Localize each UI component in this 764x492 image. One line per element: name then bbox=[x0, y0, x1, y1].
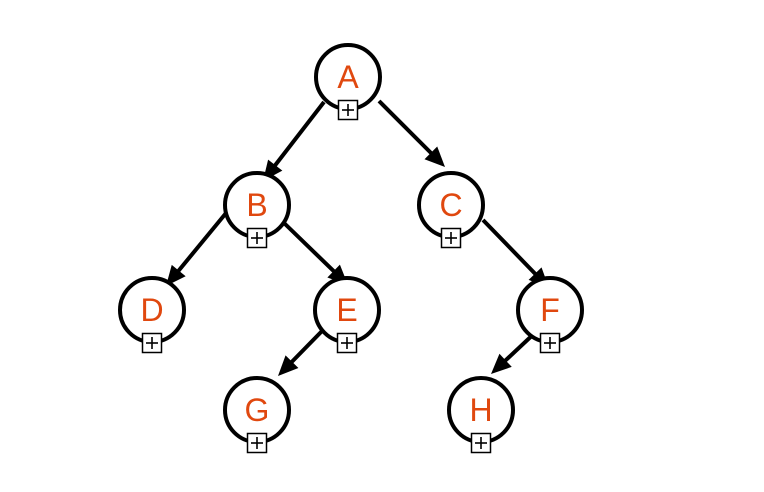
node-c[interactable]: C bbox=[417, 171, 485, 249]
edge-line bbox=[281, 220, 337, 274]
node-label: B bbox=[246, 187, 267, 223]
edge-a-c bbox=[377, 99, 445, 167]
node-d[interactable]: D bbox=[118, 276, 186, 354]
node-e[interactable]: E bbox=[313, 276, 381, 354]
node-label: E bbox=[336, 292, 357, 328]
node-label: D bbox=[140, 292, 163, 328]
node-label: G bbox=[245, 392, 270, 428]
edge-a-b bbox=[263, 100, 326, 181]
node-g[interactable]: G bbox=[223, 376, 291, 454]
plus-box-icon[interactable] bbox=[246, 227, 268, 249]
edge-line bbox=[175, 205, 233, 274]
edge-line bbox=[481, 218, 538, 277]
node-label: A bbox=[337, 59, 359, 95]
edge-line bbox=[377, 99, 434, 156]
edge-line bbox=[272, 100, 326, 168]
plus-box-icon[interactable] bbox=[440, 227, 462, 249]
edge-b-d bbox=[166, 205, 233, 286]
node-label: H bbox=[469, 392, 492, 428]
plus-box-icon[interactable] bbox=[336, 332, 358, 354]
node-label: F bbox=[540, 292, 560, 328]
plus-box-icon[interactable] bbox=[337, 99, 359, 121]
arrow-head bbox=[491, 353, 512, 374]
nodes-layer: A B C D E F G H bbox=[118, 43, 584, 454]
node-a[interactable]: A bbox=[314, 43, 382, 121]
edge-b-e bbox=[281, 220, 348, 285]
edge-e-g bbox=[278, 328, 325, 376]
node-h[interactable]: H bbox=[447, 376, 515, 454]
node-label: C bbox=[439, 187, 462, 223]
arrow-head bbox=[278, 355, 299, 376]
node-b[interactable]: B bbox=[223, 171, 291, 249]
node-f[interactable]: F bbox=[516, 276, 584, 354]
plus-box-icon[interactable] bbox=[141, 332, 163, 354]
plus-box-icon[interactable] bbox=[539, 332, 561, 354]
arrow-head bbox=[424, 146, 445, 167]
arrow-head bbox=[166, 264, 186, 286]
edges-layer bbox=[166, 99, 549, 376]
plus-box-icon[interactable] bbox=[246, 432, 268, 454]
plus-box-icon[interactable] bbox=[470, 432, 492, 454]
edge-line bbox=[289, 328, 325, 365]
